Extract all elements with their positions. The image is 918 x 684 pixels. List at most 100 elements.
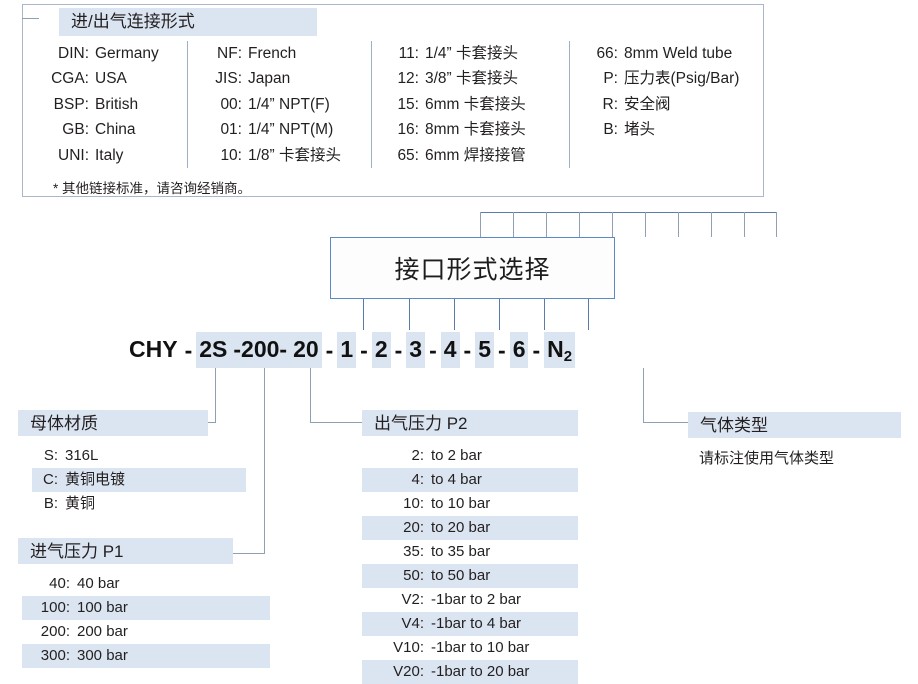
list-item: V2:-1bar to 2 bar <box>401 591 522 608</box>
list-item: 4:to 4 bar <box>362 468 578 492</box>
model-code: CHY - 2S -200- 20 - 1 - 2 - 3 - 4 - 5 - … <box>126 332 576 368</box>
code-segment-2: 2 <box>371 332 391 368</box>
list-item: S:316L <box>43 447 99 464</box>
connection-row: DIN:Germany <box>58 45 159 62</box>
connection-row: 15:6mm 卡套接头 <box>397 95 526 113</box>
connection-type-columns: DIN:Germany CGA:USA BSP:British GB:China… <box>37 41 778 169</box>
list-item: 10:to 10 bar <box>403 495 491 512</box>
connection-row: R:安全阀 <box>602 95 671 113</box>
connector-tooth-bottom-1 <box>363 299 364 330</box>
code-dash: - <box>463 336 472 363</box>
connector-top-bracket-stub <box>22 18 39 19</box>
code-dash: - <box>532 336 541 363</box>
list-item: V4:-1bar to 4 bar <box>362 612 578 636</box>
section-inlet-pressure-rows: 40:40 bar 100:100 bar 200:200 bar 300:30… <box>18 572 270 668</box>
code-segment-p1: -200- <box>230 332 291 368</box>
connector-p1-horizontal <box>231 553 265 554</box>
connector-tooth-top-6 <box>645 212 646 237</box>
code-segment-material: 2S <box>196 332 231 368</box>
connector-gas-vertical <box>643 368 644 423</box>
connection-row: GB:China <box>62 121 136 139</box>
list-item: 35:to 35 bar <box>403 543 491 560</box>
code-segment-6: 6 <box>509 332 529 368</box>
connector-tooth-top-3 <box>546 212 547 237</box>
connection-row: NF:French <box>217 45 297 62</box>
code-segment-4: 4 <box>440 332 460 368</box>
section-material: 母体材质 S:316L C:黄铜电镀 B:黄铜 <box>18 410 246 516</box>
code-segment-5: 5 <box>475 332 495 368</box>
section-outlet-pressure: 出气压力 P2 2:to 2 bar 4:to 4 bar 10:to 10 b… <box>362 410 578 684</box>
code-dash: - <box>498 336 506 363</box>
section-outlet-pressure-title: 出气压力 P2 <box>362 410 578 436</box>
connection-row: BSP:British <box>53 95 139 113</box>
code-dash: - <box>429 336 437 363</box>
connection-type-note: * 其他链接标准，请咨询经销商。 <box>53 181 252 196</box>
connection-row: B:堵头 <box>603 121 656 139</box>
section-gas-type-note: 请标注使用气体类型 <box>699 450 835 467</box>
connection-type-title: 进/出气连接形式 <box>59 8 317 36</box>
code-segment-1: 1 <box>337 332 357 368</box>
connector-tooth-top-1 <box>480 212 481 237</box>
list-item: 50:to 50 bar <box>362 564 578 588</box>
code-dash: - <box>184 336 193 363</box>
connector-tooth-top-9 <box>744 212 745 237</box>
list-item: B:黄铜 <box>43 495 96 512</box>
connector-tooth-top-4 <box>579 212 580 237</box>
connection-row: UNI:Italy <box>58 146 124 164</box>
list-item: 20:to 20 bar <box>362 516 578 540</box>
connector-tooth-bottom-5 <box>544 299 545 330</box>
connector-tooth-top-8 <box>711 212 712 237</box>
interface-selection-label: 接口形式选择 <box>394 256 551 284</box>
section-outlet-pressure-rows: 2:to 2 bar 4:to 4 bar 10:to 10 bar 20:to… <box>362 444 578 684</box>
connection-column-3: 66:8mm Weld tube P:压力表(Psig/Bar) R:安全阀 B… <box>569 41 778 169</box>
connector-tooth-bottom-4 <box>499 299 500 330</box>
section-inlet-pressure-title: 进气压力 P1 <box>18 538 233 564</box>
connector-comb-rail-top <box>480 212 777 213</box>
connection-column-0: DIN:Germany CGA:USA BSP:British GB:China… <box>37 41 187 168</box>
list-item: V10:-1bar to 10 bar <box>393 639 530 656</box>
section-inlet-pressure: 进气压力 P1 40:40 bar 100:100 bar 200:200 ba… <box>18 538 270 668</box>
connection-row: 00:1/4” NPT(F) <box>220 95 330 113</box>
code-segment-prefix: CHY <box>129 336 178 362</box>
connector-tooth-bottom-3 <box>454 299 455 330</box>
connector-tooth-bottom-2 <box>409 299 410 330</box>
connector-tooth-top-5 <box>612 212 613 237</box>
code-dash: - <box>394 336 403 363</box>
list-item: C:黄铜电镀 <box>32 468 246 492</box>
connection-row: 01:1/4” NPT(M) <box>220 121 334 139</box>
connector-tooth-top-7 <box>678 212 679 237</box>
connector-tooth-top-2 <box>513 212 514 237</box>
code-dash: - <box>325 336 334 363</box>
connector-p2-horizontal <box>310 422 362 423</box>
connection-row: 65:6mm 焊接接管 <box>397 146 526 164</box>
list-item: 2:to 2 bar <box>411 447 482 464</box>
connection-row: 16:8mm 卡套接头 <box>397 121 526 139</box>
connection-row: 66:8mm Weld tube <box>596 45 733 62</box>
connection-row: P:压力表(Psig/Bar) <box>603 70 740 88</box>
connection-row: 10:1/8” 卡套接头 <box>220 146 342 164</box>
connection-type-box: 进/出气连接形式 DIN:Germany CGA:USA BSP:British… <box>22 4 764 197</box>
section-material-rows: S:316L C:黄铜电镀 B:黄铜 <box>18 444 246 516</box>
interface-selection-box: 接口形式选择 <box>330 237 615 299</box>
connection-row: 12:3/8” 卡套接头 <box>397 70 519 88</box>
connection-row: 11:1/4” 卡套接头 <box>398 45 519 62</box>
section-material-title: 母体材质 <box>18 410 208 436</box>
list-item: 200:200 bar <box>40 623 128 640</box>
section-gas-type-title: 气体类型 <box>688 412 901 438</box>
connector-tooth-top-10 <box>776 212 777 237</box>
section-gas-type: 气体类型 请标注使用气体类型 <box>688 412 918 468</box>
connector-p1-vertical <box>264 368 265 554</box>
connector-material-vertical <box>215 368 216 423</box>
code-segment-p2: 20 <box>290 332 322 368</box>
connection-column-1: NF:French JIS:Japan 00:1/4” NPT(F) 01:1/… <box>187 41 371 169</box>
list-item: 300:300 bar <box>22 644 270 668</box>
connection-row: JIS:Japan <box>215 70 291 88</box>
list-item: 100:100 bar <box>22 596 270 620</box>
code-segment-3: 3 <box>406 332 426 368</box>
code-dash: - <box>360 336 368 363</box>
connector-p2-vertical <box>310 368 311 423</box>
list-item: 40:40 bar <box>49 575 120 592</box>
connection-column-2: 11:1/4” 卡套接头 12:3/8” 卡套接头 15:6mm 卡套接头 16… <box>371 41 569 169</box>
list-item: V20:-1bar to 20 bar <box>362 660 578 684</box>
connector-gas-horizontal <box>643 422 688 423</box>
